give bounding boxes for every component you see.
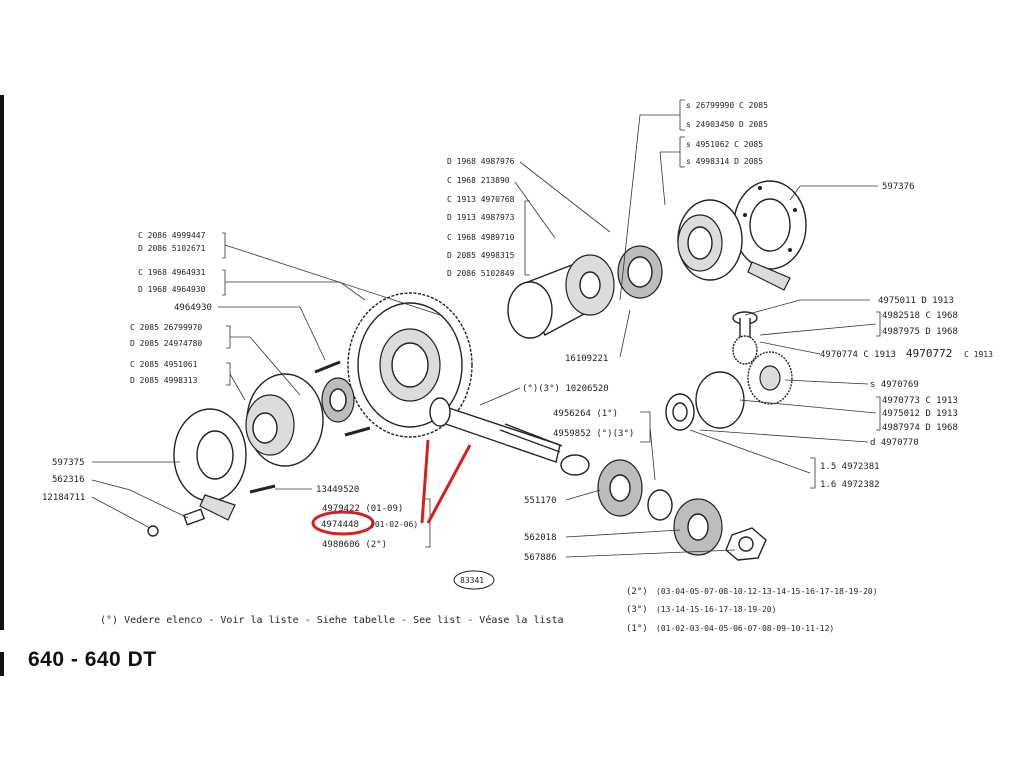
label-4964931: C 1968 4964931 (138, 268, 206, 277)
label-4964930: 4964930 (174, 303, 212, 313)
part-labels: s 26799990 C 2085 s 24903450 D 2085 s 49… (42, 101, 993, 563)
label-4980606: 4980606 (2°) (322, 540, 387, 550)
page-edge-bar (0, 95, 4, 630)
applicability-mark-3: (1°) (626, 624, 648, 634)
label-213890: C 1968 213890 (447, 176, 510, 185)
lock-plate (182, 508, 206, 526)
label-4951062: s 4951062 C 2085 (686, 140, 763, 149)
flange-cover-left (173, 408, 247, 521)
label-4970772-code: C 1913 (964, 350, 993, 359)
label-4959852: 4959852 (°)(3°) (553, 429, 634, 439)
stud-bolt (249, 484, 276, 494)
pinion-shaft (429, 397, 563, 463)
label-26799970: C 2085 26799970 (130, 323, 202, 332)
label-5102671: D 2086 5102671 (138, 244, 206, 253)
label-4974448: 4974448 (321, 520, 359, 530)
label-4989710: C 1968 4989710 (447, 233, 515, 242)
label-4970769: s 4970769 (870, 380, 919, 390)
plate-number: 83341 (460, 576, 484, 585)
label-4987975: 4987975 D 1968 (882, 327, 958, 337)
page-title: 640 - 640 DT (28, 648, 157, 671)
label-4979422: 4979422 (01-09) (322, 504, 403, 514)
applicability-mark-1: (2°) (626, 587, 648, 597)
bearing-housing-right (677, 199, 743, 281)
differential-case (507, 254, 615, 339)
label-4974448-range: (01-02-06) (370, 520, 418, 529)
label-24903450: s 24903450 D 2085 (686, 120, 768, 129)
label-4970770: d 4970770 (870, 438, 919, 448)
label-4975012: 4975012 D 1913 (882, 409, 958, 419)
label-12184711: 12184711 (42, 493, 85, 503)
label-562316: 562316 (52, 475, 85, 485)
label-16109221: 16109221 (565, 354, 608, 364)
highlight-circle (311, 510, 375, 536)
bearing-housing-left (245, 373, 324, 467)
applicability-list-1: (03-04-05-07-08-10-12-13-14-15-16-17-18-… (656, 587, 878, 596)
label-4987974: 4987974 D 1968 (882, 423, 958, 433)
label-4998315: D 2085 4998315 (447, 251, 515, 260)
label-13449520: 13449520 (316, 485, 359, 495)
applicability-list: (2°) (03-04-05-07-08-10-12-13-14-15-16-1… (626, 587, 878, 634)
label-4970768: C 1913 4970768 (447, 195, 515, 204)
label-4972381: 1.5 4972381 (820, 462, 880, 472)
label-4972382: 1.6 4972382 (820, 480, 880, 490)
highlight-arrow (420, 439, 472, 524)
label-10206520: (°)(3°) 10206520 (522, 384, 609, 394)
title-edge-bar (0, 652, 4, 676)
differential-gears (665, 311, 793, 431)
stud-bolt-3 (344, 426, 371, 437)
label-4970773: 4970773 C 1913 (882, 396, 958, 406)
pinion-bearings (560, 454, 767, 561)
label-4999447: C 2086 4999447 (138, 231, 206, 240)
tapered-bearing-left (321, 377, 355, 423)
applicability-list-3: (01-02-03-04-05-06-07-08-09-10-11-12) (656, 624, 834, 633)
flange-cover-right (733, 180, 807, 291)
label-597375: 597375 (52, 458, 85, 468)
label-4956264: 4956264 (1°) (553, 409, 618, 419)
footnote: (°) Vedere elenco - Voir la liste - Sieh… (100, 614, 564, 626)
label-4987976: D 1968 4987976 (447, 157, 515, 166)
label-597376: 597376 (882, 182, 915, 192)
label-4970774: 4970774 C 1913 (820, 350, 896, 360)
label-4951061: C 2085 4951061 (130, 360, 198, 369)
applicability-mark-2: (3°) (626, 605, 648, 615)
label-4987973: D 1913 4987973 (447, 213, 515, 222)
leader-lines (91, 99, 881, 558)
label-567886: 567886 (524, 553, 557, 563)
label-4982518: 4982518 C 1968 (882, 311, 958, 321)
tapered-bearing-right (617, 245, 663, 299)
label-551170: 551170 (524, 496, 557, 506)
label-4975011: 4975011 D 1913 (878, 296, 954, 306)
stud-bolt-2 (314, 360, 341, 374)
label-4998314: s 4998314 D 2085 (686, 157, 763, 166)
label-5102849: D 2086 5102849 (447, 269, 515, 278)
label-26799990: s 26799990 C 2085 (686, 101, 768, 110)
applicability-list-2: (13-14-15-16-17-18-19-20) (656, 605, 776, 614)
label-562018: 562018 (524, 533, 557, 543)
label-24974780: D 2085 24974780 (130, 339, 202, 348)
label-4970772: 4970772 (906, 347, 952, 360)
label-4964930-d: D 1968 4964930 (138, 285, 206, 294)
label-4998313: D 2085 4998313 (130, 376, 198, 385)
small-nut (147, 525, 159, 537)
plate-number-badge: 83341 (453, 570, 495, 590)
highlight-annotation (311, 439, 472, 536)
